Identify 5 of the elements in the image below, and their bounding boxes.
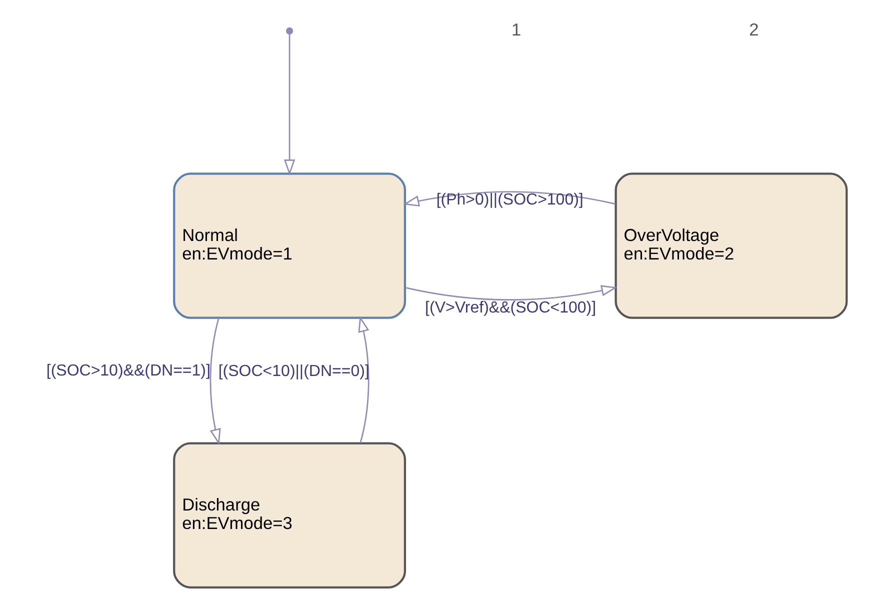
- edge-label: [(Ph>0)||(SOC>100)]: [436, 192, 584, 209]
- label: 1: [512, 19, 522, 40]
- edge-label: [(V>Vref)&&(SOC<100)]: [425, 300, 596, 317]
- edge-label: [(SOC>10)&&(DN==1)]: [46, 362, 210, 380]
- label: 2: [749, 19, 759, 40]
